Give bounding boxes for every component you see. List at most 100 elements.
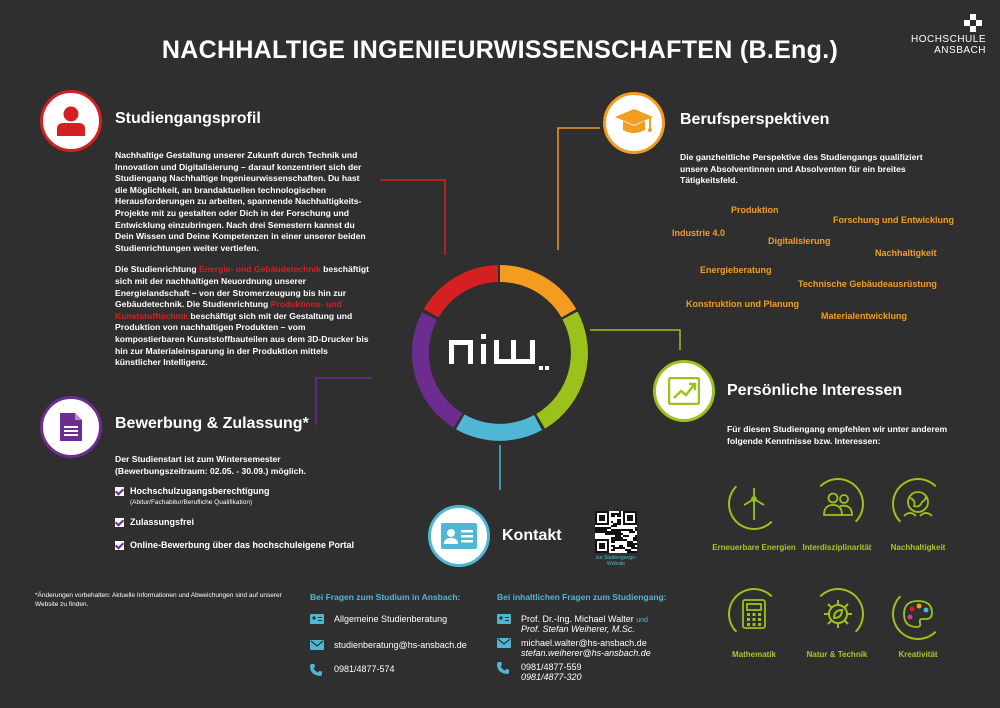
center-ring <box>411 265 588 441</box>
mail-icon <box>310 640 326 652</box>
qr-caption: zur Studiengangs-Website <box>595 555 637 567</box>
graduation-cap-icon <box>615 109 653 133</box>
globe-hands-icon <box>903 491 933 517</box>
application-item-label: Zulassungsfrei <box>130 517 195 527</box>
contact-left-phone[interactable]: 0981/4877-574 <box>310 664 395 678</box>
application-icon-circle <box>40 396 102 458</box>
id-card-icon <box>310 614 326 626</box>
contact-right-und: und <box>636 617 648 624</box>
interest-icon-circle <box>812 588 864 640</box>
mail-icon <box>497 638 513 650</box>
interest-icon-circle <box>728 588 780 640</box>
niw-logo: niw <box>445 330 555 374</box>
contact-right-name2: Prof. Stefan Weiherer, M.Sc. <box>521 624 635 634</box>
contact-left-name-text: Allgemeine Studienberatung <box>334 614 448 624</box>
contact-left-phone-link[interactable]: 0981/4877-574 <box>334 664 395 674</box>
career-keyword: Forschung und Entwicklung <box>833 215 954 225</box>
contact-right-phone2[interactable]: 0981/4877-320 <box>521 672 582 682</box>
interest-label: Nachhaltigkeit <box>890 543 946 552</box>
career-keyword: Nachhaltigkeit <box>875 248 937 258</box>
qr-code-icon <box>595 511 637 553</box>
phone-icon <box>310 664 326 678</box>
interest-icon-circle <box>728 478 780 530</box>
person-icon <box>57 106 85 136</box>
profile-text: Nachhaltige Gestaltung unserer Zukunft d… <box>115 150 373 379</box>
niw-logo-icon <box>449 334 549 370</box>
career-keyword: Produktion <box>731 205 779 215</box>
phone-icon <box>497 662 513 676</box>
interest-icon-circle <box>892 588 944 640</box>
qr-code[interactable] <box>595 511 637 553</box>
palette-icon <box>903 600 933 628</box>
career-keyword: Materialentwicklung <box>821 311 908 321</box>
contact-right-email2[interactable]: stefan.weiherer@hs-ansbach.de <box>521 648 651 658</box>
profile-para2-e: beschäftigt sich mit der Gestaltung und … <box>115 310 369 368</box>
contact-icon-circle <box>428 505 490 567</box>
application-item: Hochschulzugangsberechtigung (Abitur/Fach… <box>115 486 270 506</box>
profile-para2-a: Die Studienrichtung <box>115 264 200 275</box>
interest-label: Natur & Technik <box>806 650 868 659</box>
page-title: NACHHALTIGE INGENIEURWISSENSCHAFTEN (B.E… <box>161 36 839 64</box>
application-item-label: Hochschulzugangsberechtigung <box>130 486 270 496</box>
id-card-icon <box>441 523 477 549</box>
career-keyword: Digitalisierung <box>768 236 831 246</box>
interest-label: Mathematik <box>731 650 776 659</box>
interest-label: Kreativität <box>898 650 938 659</box>
interests-icon-circle <box>653 360 715 422</box>
checkbox-checked-icon <box>115 541 124 550</box>
gear-leaf-icon <box>824 600 852 628</box>
contact-left-email-link[interactable]: studienberatung@hs-ansbach.de <box>334 640 467 650</box>
career-keyword: Energieberatung <box>700 265 772 275</box>
contact-right-name1: Prof. Dr.-Ing. Michael Walter <box>521 614 634 624</box>
profile-heading: Studiengangsprofil <box>115 110 261 127</box>
logo-mark-icon <box>964 14 982 32</box>
interest-label: Interdisziplinarität <box>802 543 872 552</box>
application-item: Online-Bewerbung über das hochschuleigen… <box>115 540 354 550</box>
career-heading: Berufsperspektiven <box>680 111 830 128</box>
profile-para2: Die Studienrichtung Energie- und Gebäude… <box>115 264 373 368</box>
application-text: Der Studienstart ist zum Wintersemester … <box>115 454 307 476</box>
career-keyword: Technische Gebäudeausrüstung <box>798 279 937 289</box>
contact-left-email[interactable]: studienberatung@hs-ansbach.de <box>310 640 467 652</box>
interest-label: Erneuerbare Energien <box>712 543 796 552</box>
interests-heading: Persönliche Interessen <box>727 382 903 399</box>
career-icon-circle <box>603 92 665 154</box>
checkbox-checked-icon <box>115 487 124 496</box>
logo-line1: HOCHSCHULE <box>910 34 986 45</box>
checkbox-checked-icon <box>115 518 124 527</box>
contact-heading: Kontakt <box>502 527 562 544</box>
document-icon <box>60 413 82 441</box>
profile-para2-c: beschäftigt sich mit der nachhaltigen Ne… <box>115 264 370 310</box>
contact-left-name: Allgemeine Studienberatung <box>310 614 447 626</box>
profile-specialization-energy: Energie- und Gebäudetechnik <box>199 264 321 275</box>
career-text: Die ganzheitliche Perspektive des Studie… <box>680 152 923 186</box>
people-icon <box>823 492 853 516</box>
id-card-icon <box>497 614 513 626</box>
calculator-icon <box>742 599 766 629</box>
interest-icon-circle <box>892 478 944 530</box>
profile-para1: Nachhaltige Gestaltung unserer Zukunft d… <box>115 150 366 253</box>
contact-left-heading: Bei Fragen zum Studium in Ansbach: <box>310 592 461 602</box>
profile-specialization-production: Produktions- und Kunststofftechnik <box>115 299 342 321</box>
application-item-sub: (Abitur/Fachabitur/Berufliche Qualifikat… <box>130 499 253 506</box>
interests-text: Für diesen Studiengang empfehlen wir unt… <box>727 424 948 446</box>
contact-right-phone1[interactable]: 0981/4877-559 <box>521 662 582 672</box>
profile-icon-circle <box>40 90 102 152</box>
interest-icon-circle <box>812 478 864 530</box>
footnote: *Änderungen vorbehalten: Aktuelle Inform… <box>35 592 282 608</box>
contact-right-heading: Bei inhaltlichen Fragen zum Studiengang: <box>497 592 667 602</box>
contact-right-email1[interactable]: michael.walter@hs-ansbach.de <box>521 638 647 648</box>
application-heading: Bewerbung & Zulassung* <box>115 415 309 432</box>
chart-growth-icon <box>668 377 700 405</box>
wind-turbine-icon <box>743 488 765 520</box>
application-item: Zulassungsfrei <box>115 517 194 527</box>
application-item-label: Online-Bewerbung über das hochschuleigen… <box>130 540 355 550</box>
career-keyword: Industrie 4.0 <box>672 228 726 238</box>
career-keyword: Konstruktion und Planung <box>686 299 799 309</box>
logo-line2: ANSBACH <box>934 45 986 56</box>
